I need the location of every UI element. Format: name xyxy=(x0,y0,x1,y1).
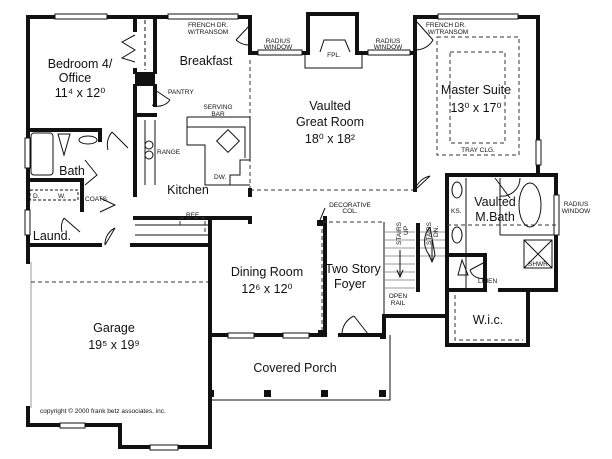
garage-dims: 19⁵ x 19⁹ xyxy=(88,338,140,352)
stairs-down-note: STAIRS xyxy=(426,221,433,245)
great-room-dims: 18⁰ x 18² xyxy=(305,132,355,146)
pantry-note: PANTRY xyxy=(168,89,194,96)
bedroom-dims: 11⁴ x 12⁰ xyxy=(55,86,105,100)
exterior-walls xyxy=(26,12,558,449)
porch-posts xyxy=(208,220,386,397)
breakfast-label: Breakfast xyxy=(180,54,233,68)
radius-window-note-2: WINDOW xyxy=(562,208,591,215)
kitchen-label: Kitchen xyxy=(167,183,209,197)
radius-window-note-2: WINDOW xyxy=(264,44,293,51)
wic-label: W.i.c. xyxy=(473,313,504,327)
garage-label: Garage xyxy=(93,321,135,335)
french-door-note: FRENCH DR. xyxy=(426,22,466,29)
radius-window-note: RADIUS xyxy=(564,201,589,208)
staircase[interactable] xyxy=(385,231,445,289)
bedroom-label-2: Office xyxy=(59,71,91,85)
decorative-column-note: DECORATIVE xyxy=(329,202,371,209)
serving-bar-note-2: BAR xyxy=(211,111,225,118)
dining-label: Dining Room xyxy=(231,265,303,279)
radius-window-note: RADIUS xyxy=(376,38,401,45)
interior-walls xyxy=(26,15,556,347)
refrigerator-note: REF. xyxy=(186,212,200,219)
tray-ceiling-outer xyxy=(436,36,520,156)
master-suite-dims: 13⁰ x 17⁰ xyxy=(450,101,501,115)
master-bath-label: Vaulted xyxy=(474,195,516,209)
linen-note: LINEN xyxy=(478,278,497,285)
master-bath-label-2: M.Bath xyxy=(475,210,515,224)
fireplace xyxy=(304,39,363,69)
washer-note: W. xyxy=(58,193,66,200)
room-labels: Bedroom 4/ Office 11⁴ x 12⁰ Breakfast Ki… xyxy=(33,54,516,375)
dining-dims: 12⁶ x 12⁰ xyxy=(241,282,292,296)
bath-label: Bath xyxy=(59,164,85,178)
bedroom-label: Bedroom 4/ xyxy=(48,57,113,71)
leader-line xyxy=(319,207,326,221)
shower-note: SHWR xyxy=(528,261,548,268)
fireplace-note: FPL. xyxy=(327,52,341,59)
decorative-column xyxy=(317,220,323,226)
laundry-label: Laund. xyxy=(33,229,71,243)
master-suite-label: Master Suite xyxy=(441,83,511,97)
range-note: RANGE xyxy=(157,149,181,156)
radius-window-note: RADIUS xyxy=(266,38,291,45)
doors[interactable] xyxy=(60,21,521,336)
kitchen-fixtures xyxy=(144,116,251,235)
decorative-column-note-2: COL. xyxy=(342,208,357,215)
open-rail-note: OPEN xyxy=(389,293,408,300)
porch-label: Covered Porch xyxy=(253,361,336,375)
coats-note: COATS xyxy=(85,196,108,203)
french-door-note-2: W/TRANSOM xyxy=(188,29,228,36)
stairs-up-note: STAIRS xyxy=(396,221,403,245)
foyer-label-2: Foyer xyxy=(334,277,366,291)
windows xyxy=(24,13,560,451)
tray-ceiling-note: TRAY CLG. xyxy=(461,147,495,154)
french-door-note-2: W/TRANSOM xyxy=(428,29,468,36)
serving-bar-note: SERVING xyxy=(203,104,232,111)
great-room-label-2: Great Room xyxy=(296,115,364,129)
dryer-note: D. xyxy=(33,193,40,200)
ks-note: KS. xyxy=(451,208,462,215)
copyright-notice: copyright © 2000 frank betz associates, … xyxy=(40,407,166,415)
bath-fixtures xyxy=(29,132,553,341)
open-rail-note-2: RAIL xyxy=(391,300,406,307)
stairs-down-note-2: DN. xyxy=(433,226,440,237)
great-room-label: Vaulted xyxy=(309,99,351,113)
radius-window-note-2: WINDOW xyxy=(374,44,403,51)
stairs-up-note-2: UP xyxy=(403,226,410,235)
foyer-label: Two Story xyxy=(325,262,381,276)
annotation-labels: FRENCH DR. W/TRANSOM RADIUS WINDOW FPL. … xyxy=(33,22,591,307)
french-door-note: FRENCH DR. xyxy=(188,22,228,29)
dishwasher-note: DW. xyxy=(214,174,226,181)
tray-ceiling-inner xyxy=(449,51,506,144)
